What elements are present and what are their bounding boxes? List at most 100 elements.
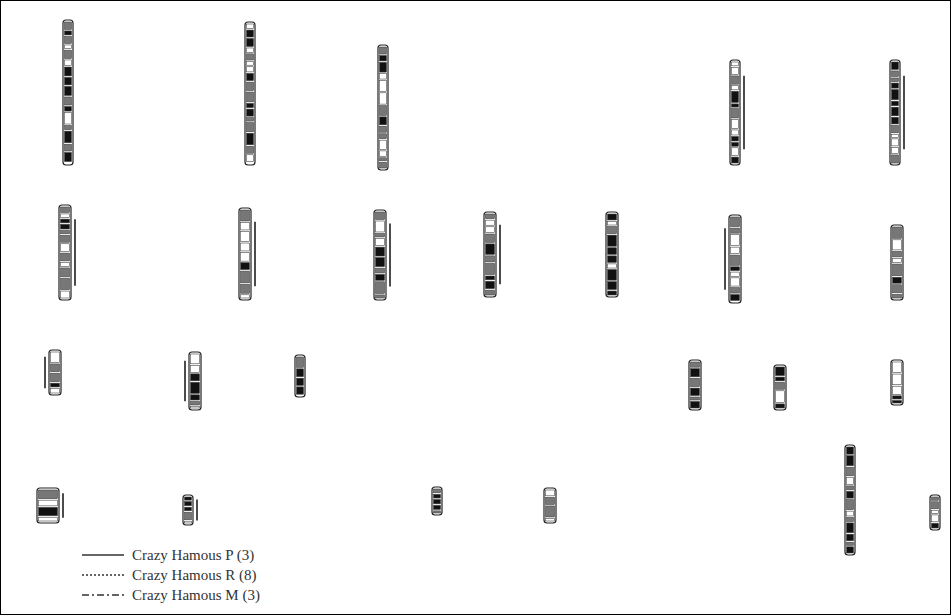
chromosome-band — [247, 123, 254, 132]
bracket-line — [724, 228, 726, 290]
chromosome-outline — [774, 365, 786, 410]
chromosome-band — [608, 214, 617, 220]
chromosome-band — [241, 231, 250, 241]
chromosome-band — [892, 101, 899, 105]
bracket-line — [74, 219, 76, 286]
chromosome-band — [932, 502, 939, 509]
chromosome — [730, 60, 744, 165]
chromosome — [606, 212, 618, 297]
chromosome-band — [732, 119, 739, 128]
chromosome-band — [732, 136, 739, 141]
chromosome-band — [847, 486, 854, 490]
chromosome-band — [893, 396, 902, 399]
chromosome-outline — [891, 225, 903, 300]
chromosome-band — [65, 126, 72, 130]
chromosome-band — [892, 62, 899, 69]
chromosome-band — [247, 67, 254, 72]
chromosome — [63, 20, 73, 165]
chromosome — [774, 365, 786, 410]
legend-text: Crazy Hamous M (3) — [132, 587, 260, 604]
chromosome-band — [247, 73, 254, 80]
chromosome-band — [191, 374, 200, 381]
chromosome-band — [185, 502, 192, 506]
chromosome-band — [297, 369, 304, 377]
chromosome-band — [893, 240, 902, 250]
chromosome-band — [51, 352, 60, 362]
chromosome-band — [380, 81, 387, 92]
chromosome-band — [691, 362, 700, 367]
chromosome-band — [380, 62, 387, 72]
chromosome-band — [241, 263, 250, 270]
chromosome-outline — [63, 20, 73, 165]
chromosome-band — [65, 113, 72, 124]
chromosome-band — [61, 244, 70, 252]
chromosome-band — [486, 220, 495, 225]
chromosome-band — [61, 224, 70, 229]
bracket-line — [184, 361, 186, 402]
chromosome-outline — [49, 350, 61, 395]
chromosome-band — [892, 125, 899, 132]
chromosome-band — [893, 258, 902, 262]
chromosome-band — [893, 251, 902, 256]
chromosome-band — [380, 117, 387, 125]
chromosome-band — [51, 383, 60, 387]
chromosome-band — [847, 523, 854, 533]
chromosome-outline — [374, 210, 386, 300]
chromosome-band — [608, 227, 617, 234]
chromosome-band — [776, 391, 785, 403]
chromosome-band — [932, 523, 939, 528]
chromosome-band — [61, 235, 70, 242]
chromosome-band — [380, 74, 387, 79]
chromosome-band — [39, 490, 58, 499]
chromosome-band — [376, 238, 385, 245]
chromosome-band — [380, 93, 387, 104]
chromosome-band — [241, 210, 250, 221]
chromosome — [891, 360, 903, 405]
chromosome-band — [731, 267, 740, 271]
chromosome-band — [732, 86, 739, 90]
chromosome-band — [247, 24, 254, 29]
chromosome-band — [434, 500, 441, 504]
chromosome-band — [247, 92, 254, 102]
chromosome — [378, 45, 388, 170]
chromosome-band — [486, 214, 495, 219]
chromosome-band — [376, 282, 385, 294]
chromosome-band — [732, 143, 739, 147]
chromosome-band — [608, 282, 617, 290]
chromosome-band — [65, 67, 72, 76]
chromosome-band — [247, 48, 254, 52]
chromosome — [891, 225, 903, 300]
bracket-line — [196, 500, 198, 521]
chromosome-band — [486, 234, 495, 242]
chromosome-band — [191, 354, 200, 364]
bracket-line — [743, 76, 745, 150]
chromosome-band — [608, 248, 617, 255]
chromosome-band — [691, 378, 700, 386]
chromosome-band — [893, 386, 902, 394]
chromosome-band — [376, 247, 385, 256]
chromosome-band — [731, 235, 740, 246]
legend: Crazy Hamous P (3)Crazy Hamous R (8)Craz… — [80, 545, 260, 605]
chromosome-band — [65, 60, 72, 66]
chromosome-band — [776, 404, 785, 408]
chromosome-band — [380, 140, 387, 149]
chromosome-band — [39, 500, 58, 506]
chromosome-band — [61, 214, 70, 218]
chromosome — [725, 215, 741, 303]
chromosome-band — [546, 518, 555, 521]
chromosome-outline — [432, 487, 442, 515]
chromosome-outline — [890, 60, 900, 165]
chromosome-band — [376, 233, 385, 236]
chromosome-band — [776, 382, 785, 389]
chromosome-band — [691, 397, 700, 400]
chromosome-band — [191, 406, 200, 408]
chromosome-band — [731, 295, 740, 301]
chromosome-band — [247, 82, 254, 90]
chromosome-band — [191, 395, 200, 400]
chromosome-band — [380, 47, 387, 54]
chromosome-band — [892, 90, 899, 100]
chromosome-outline — [245, 22, 255, 165]
chromosome-band — [847, 467, 854, 476]
chromosome-band — [191, 365, 200, 372]
chromosome-band — [65, 45, 72, 49]
